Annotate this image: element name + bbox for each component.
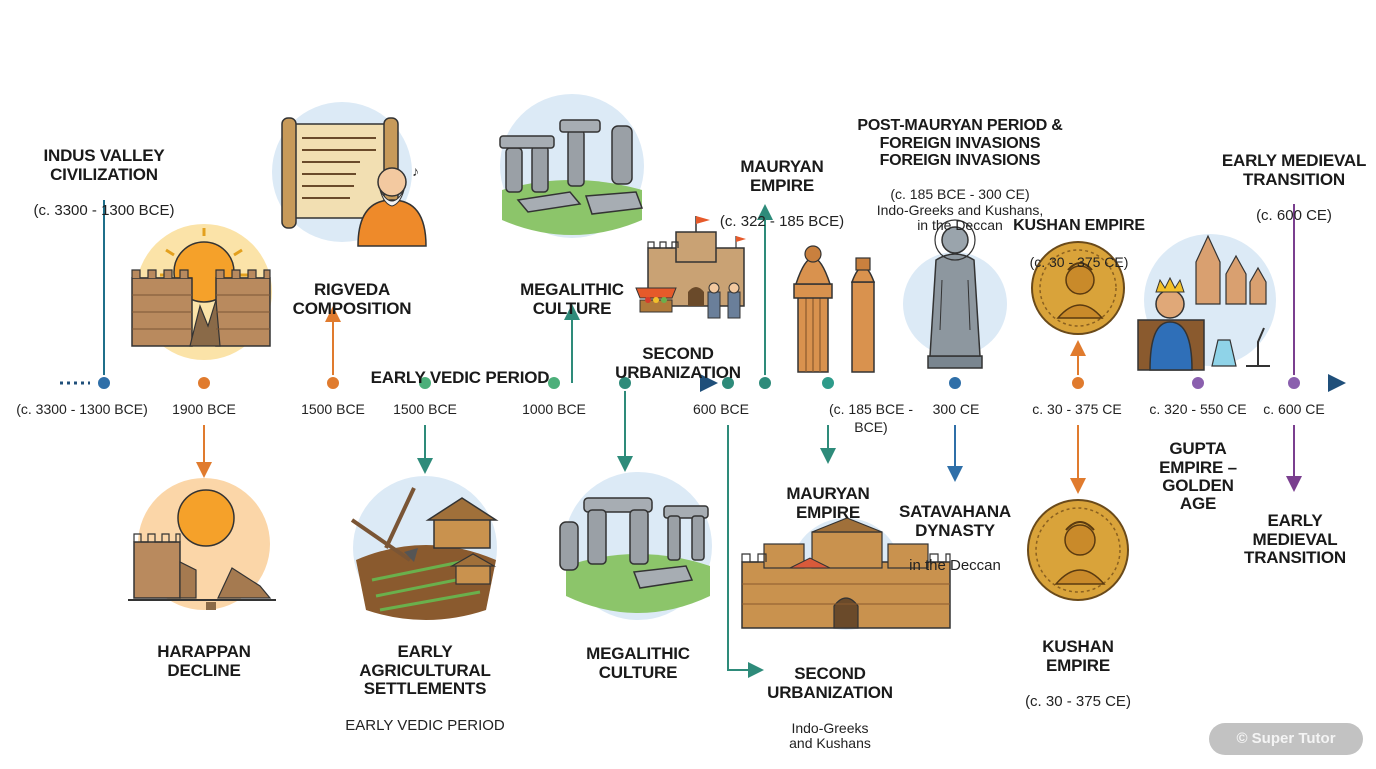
watermark-badge: © Super Tutor bbox=[1209, 723, 1363, 755]
farm-plough-icon bbox=[352, 476, 497, 620]
event-rigveda: RIGVEDA COMPOSITION bbox=[282, 264, 422, 335]
date-label: c. 30 - 375 CE bbox=[1022, 401, 1132, 417]
event-second-urbanization-top: SECOND URBANIZATION bbox=[600, 328, 756, 399]
event-title: EARLY VEDIC PERIOD bbox=[358, 369, 562, 387]
event-title: INDUS VALLEY CIVILIZATION bbox=[4, 147, 204, 184]
svg-text:♪: ♪ bbox=[412, 163, 419, 179]
dolmen-icon bbox=[560, 472, 712, 620]
event-title: KUSHAN EMPIRE bbox=[1008, 638, 1148, 675]
event-title: HARAPPAN DECLINE bbox=[134, 643, 274, 680]
event-title: EARLY MEDIEVAL TRANSITION bbox=[1228, 512, 1362, 567]
event-subtitle: (c. 600 CE) bbox=[1204, 208, 1376, 224]
event-title: MAURYAN EMPIRE bbox=[704, 158, 860, 195]
event-subtitle: in the Deccan bbox=[880, 558, 1030, 574]
ashoka-pillar-icon bbox=[794, 246, 874, 372]
event-subtitle: (c. 322 - 185 BCE) bbox=[704, 214, 860, 230]
event-title: KUSHAN EMPIRE bbox=[1004, 217, 1154, 234]
node-medieval bbox=[1287, 376, 1301, 390]
scroll-sage-icon: ♪ bbox=[272, 102, 426, 246]
event-megalithic-bottom: MEGALITHIC CULTURE bbox=[568, 628, 708, 699]
event-subtitle: EARLY VEDIC PERIOD bbox=[330, 718, 520, 734]
node-harappan bbox=[197, 376, 211, 390]
event-harappan-decline: HARAPPAN DECLINE bbox=[134, 626, 274, 697]
event-satavahana: SATAVAHANA DYNASTY in the Deccan bbox=[880, 486, 1030, 592]
event-second-urbanization-bottom: SECOND URBANIZATION Indo-Greeks and Kush… bbox=[754, 648, 906, 769]
event-kushan-bottom: KUSHAN EMPIRE (c. 30 - 375 CE) bbox=[1008, 621, 1148, 728]
event-subtitle: (c. 30 - 375 CE) bbox=[1004, 255, 1154, 270]
event-kushan-top: KUSHAN EMPIRE (c. 30 - 375 CE) bbox=[1004, 200, 1154, 287]
gupta-king-temple-icon bbox=[1138, 234, 1276, 370]
node-post-mauryan bbox=[821, 376, 835, 390]
date-label: 300 CE bbox=[918, 401, 994, 417]
event-mauryan-top: MAURYAN EMPIRE (c. 322 - 185 BCE) bbox=[704, 141, 860, 248]
node-rigveda bbox=[326, 376, 340, 390]
event-subtitle: (c. 3300 - 1300 BCE) bbox=[4, 203, 204, 219]
date-label: 1900 BCE bbox=[164, 401, 244, 417]
connector-second-urbanization bbox=[728, 425, 756, 670]
event-mauryan-bottom: MAURYAN EMPIRE bbox=[764, 468, 892, 539]
fort-sun-icon bbox=[132, 224, 272, 360]
axis-end-arrow bbox=[1328, 374, 1346, 392]
node-300ce bbox=[948, 376, 962, 390]
event-title: EARLY MEDIEVAL TRANSITION bbox=[1204, 152, 1376, 189]
event-early-medieval-bottom: EARLY MEDIEVAL TRANSITION bbox=[1228, 495, 1362, 585]
event-subtitle: (c. 30 - 375 CE) bbox=[1008, 694, 1148, 710]
node-mauryan bbox=[758, 376, 772, 390]
event-title: SECOND URBANIZATION bbox=[600, 345, 756, 382]
node-kushan bbox=[1071, 376, 1085, 390]
date-label: 600 BCE bbox=[681, 401, 761, 417]
ruined-fort-icon bbox=[128, 478, 276, 610]
event-title: SATAVAHANA DYNASTY bbox=[880, 503, 1030, 540]
event-title: RIGVEDA COMPOSITION bbox=[282, 281, 422, 318]
event-early-vedic: EARLY VEDIC PERIOD bbox=[358, 352, 562, 405]
event-megalithic-top: MEGALITHIC CULTURE bbox=[502, 264, 642, 335]
date-label: (c. 3300 - 1300 BCE) bbox=[2, 401, 162, 417]
event-agricultural-settlements: EARLY AGRICULTURAL SETTLEMENTS EARLY VED… bbox=[330, 626, 520, 751]
date-label: c. 320 - 550 CE bbox=[1140, 401, 1256, 417]
event-title: MEGALITHIC CULTURE bbox=[502, 281, 642, 318]
event-title: EARLY AGRICULTURAL SETTLEMENTS bbox=[330, 643, 520, 698]
date-label: (c. 185 BCE - BCE) bbox=[816, 401, 926, 436]
node-indus bbox=[97, 376, 111, 390]
gold-coin-icon bbox=[1028, 500, 1128, 600]
node-gupta bbox=[1191, 376, 1205, 390]
event-title: MAURYAN EMPIRE bbox=[764, 485, 892, 522]
event-early-medieval-top: EARLY MEDIEVAL TRANSITION (c. 600 CE) bbox=[1204, 135, 1376, 242]
event-title: MEGALITHIC CULTURE bbox=[568, 645, 708, 682]
megalith-icon bbox=[500, 94, 644, 238]
event-subtitle: Indo-Greeks and Kushans bbox=[754, 721, 906, 751]
event-indus-valley: INDUS VALLEY CIVILIZATION (c. 3300 - 130… bbox=[4, 130, 204, 237]
date-label: c. 600 CE bbox=[1254, 401, 1334, 417]
event-title: POST-MAURYAN PERIOD & FOREIGN INVASIONS … bbox=[848, 117, 1072, 169]
event-title: SECOND URBANIZATION bbox=[754, 665, 906, 702]
